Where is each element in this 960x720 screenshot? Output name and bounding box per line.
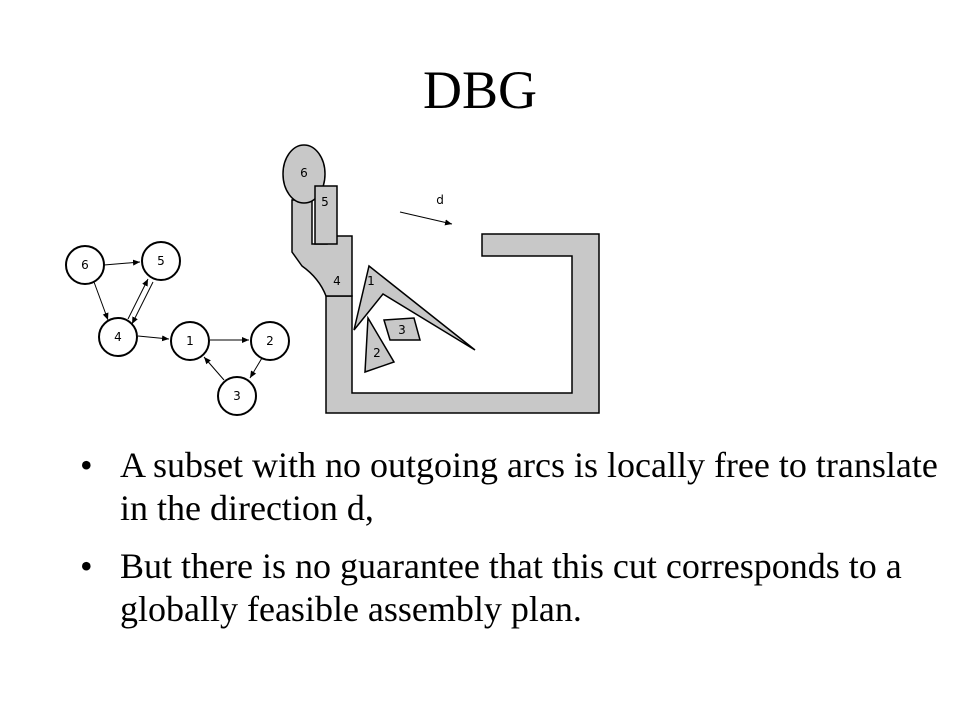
graph-node-3: 3: [217, 376, 257, 416]
slide-title: DBG: [422, 60, 537, 120]
arc-4-1: [137, 335, 170, 342]
direction-label: d: [436, 193, 444, 207]
graph-node-2: 2: [250, 321, 290, 361]
arc-5-4: [131, 281, 154, 325]
node-6-label: 6: [81, 258, 89, 272]
part-1: [353, 264, 476, 351]
direction-indicator: d: [399, 193, 453, 226]
graph-node-6: 6: [65, 245, 105, 285]
graph-arcs: [93, 259, 263, 381]
arc-4-5: [127, 278, 149, 320]
dbg-figure: 6 5 4 1 2 3 6 5 4: [65, 144, 600, 416]
direction-arrow: [399, 211, 453, 226]
assembly-drawing: [282, 144, 600, 414]
node-3-label: 3: [233, 389, 241, 403]
node-2-label: 2: [266, 334, 274, 348]
part-2: [364, 315, 396, 374]
bullet-text: A subset with no outgoing arcs is locall…: [120, 445, 938, 528]
graph-node-4: 4: [98, 317, 138, 357]
bullet-list: • A subset with no outgoing arcs is loca…: [80, 444, 940, 646]
part-1-label: 1: [367, 274, 375, 288]
bullet-text: But there is no guarantee that this cut …: [120, 546, 902, 629]
bullet-marker: •: [80, 445, 93, 485]
part-5-label: 5: [321, 195, 329, 209]
part-2-label: 2: [373, 346, 381, 360]
part-5: [314, 185, 338, 245]
graph-node-1: 1: [170, 321, 210, 361]
part-6-label: 6: [300, 166, 308, 180]
arc-3-1: [203, 356, 225, 381]
part-3-label: 3: [398, 323, 406, 337]
graph-node-5: 5: [141, 241, 181, 281]
node-1-label: 1: [186, 334, 194, 348]
bullet-item: • A subset with no outgoing arcs is loca…: [80, 444, 940, 530]
assembly-labels: 6 5 4 1 3 2: [300, 166, 406, 360]
arc-2-3: [249, 357, 263, 379]
node-5-label: 5: [157, 254, 165, 268]
bullet-item: • But there is no guarantee that this cu…: [80, 545, 940, 631]
node-4-label: 4: [114, 330, 122, 344]
arc-6-5: [103, 259, 141, 266]
bullet-marker: •: [80, 546, 93, 586]
part-3: [383, 317, 421, 341]
blocking-graph: 6 5 4 1 2 3: [65, 241, 290, 416]
part-4-label: 4: [333, 274, 341, 288]
arc-6-4: [93, 281, 109, 321]
